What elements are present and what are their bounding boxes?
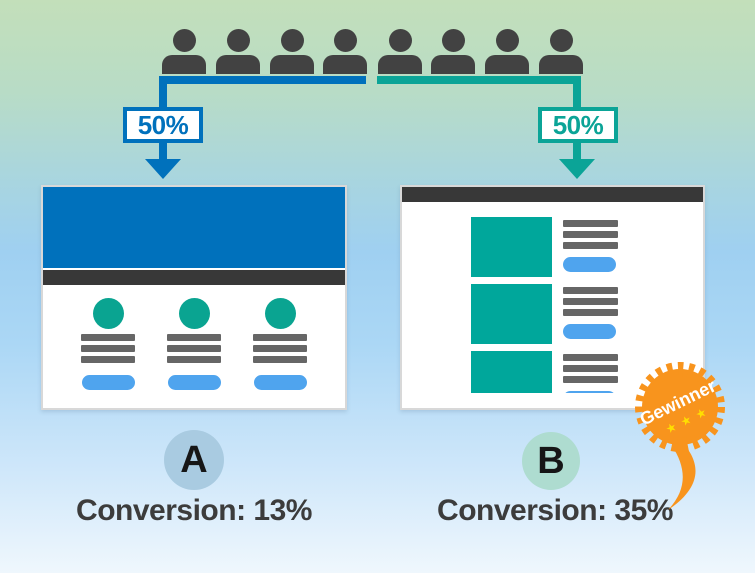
content-row (471, 351, 703, 393)
variant-a-letter: A (180, 438, 208, 481)
avatar-circle (92, 298, 124, 329)
variant-b-label-circle: B (522, 432, 580, 490)
text-line (563, 231, 618, 238)
text-line (167, 356, 221, 363)
badge-tail (668, 440, 696, 510)
text-line (167, 334, 221, 341)
row-text (563, 351, 618, 393)
button-placeholder (167, 375, 221, 390)
branch-b-line-vertical (573, 76, 581, 108)
variant-a-mockup (41, 185, 347, 410)
person-body (162, 55, 206, 74)
person-body (485, 55, 529, 74)
person-head (280, 29, 304, 52)
text-line (167, 345, 221, 352)
person-icon (485, 29, 529, 74)
starburst-seal-icon (635, 362, 725, 452)
person-head (495, 29, 519, 52)
variant-a-label-circle: A (164, 430, 224, 490)
person-body (216, 55, 260, 74)
text-line (253, 345, 307, 352)
variant-b-mockup (400, 185, 705, 410)
person-body (378, 55, 422, 74)
person-body (323, 55, 367, 74)
text-line (563, 309, 618, 316)
button-placeholder (81, 375, 135, 390)
content-row (471, 217, 703, 277)
person-icon (270, 29, 314, 74)
nav-bar (402, 187, 703, 202)
text-line (563, 354, 618, 361)
feature-columns (43, 287, 345, 390)
image-placeholder (471, 284, 552, 344)
person-icon (378, 29, 422, 74)
row-text (563, 284, 618, 344)
text-line (563, 365, 618, 372)
text-line (563, 287, 618, 294)
nav-bar (43, 270, 345, 285)
content-row (471, 284, 703, 344)
text-line (81, 356, 135, 363)
person-head (549, 29, 573, 52)
feature-column (253, 298, 307, 390)
person-icon (162, 29, 206, 74)
arrow-down-icon (559, 159, 595, 179)
text-line (563, 242, 618, 249)
text-line (253, 356, 307, 363)
avatar-circle (178, 298, 210, 329)
person-head (226, 29, 250, 52)
person-head (172, 29, 196, 52)
person-head (333, 29, 357, 52)
text-line (81, 345, 135, 352)
person-icon (216, 29, 260, 74)
image-placeholder (471, 217, 552, 277)
variant-b-letter: B (537, 439, 565, 482)
avatar-circle (264, 298, 296, 329)
branch-b-line-horizontal (377, 76, 581, 84)
arrow-down-icon (145, 159, 181, 179)
person-body (539, 55, 583, 74)
text-line (81, 334, 135, 341)
split-a-text: 50% (137, 109, 189, 140)
button-placeholder (563, 391, 616, 393)
person-icon (539, 29, 583, 74)
branch-a-line-horizontal (159, 76, 366, 84)
content-rows (402, 204, 703, 393)
person-head (441, 29, 465, 52)
button-placeholder (563, 324, 616, 339)
arrow-down-icon (573, 142, 581, 160)
split-a-label: 50% (123, 107, 203, 143)
text-line (253, 334, 307, 341)
image-placeholder (471, 351, 552, 393)
person-icon (431, 29, 475, 74)
feature-column (167, 298, 221, 390)
button-placeholder (563, 257, 616, 272)
person-icon (323, 29, 367, 74)
text-line (563, 298, 618, 305)
split-b-label: 50% (538, 107, 618, 143)
text-line (563, 376, 618, 383)
text-line (563, 220, 618, 227)
button-placeholder (253, 375, 307, 390)
split-b-text: 50% (552, 109, 604, 140)
hero-banner (43, 187, 345, 268)
person-head (388, 29, 412, 52)
variant-b-conversion-text: Conversion: 35% (437, 494, 673, 527)
variant-a-conversion-text: Conversion: 13% (76, 494, 312, 527)
person-body (270, 55, 314, 74)
feature-column (81, 298, 135, 390)
arrow-down-icon (159, 142, 167, 160)
row-text (563, 217, 618, 277)
winner-badge: Gewinner ★ ★ ★ (635, 362, 725, 510)
person-body (431, 55, 475, 74)
branch-a-line-vertical (159, 76, 167, 108)
